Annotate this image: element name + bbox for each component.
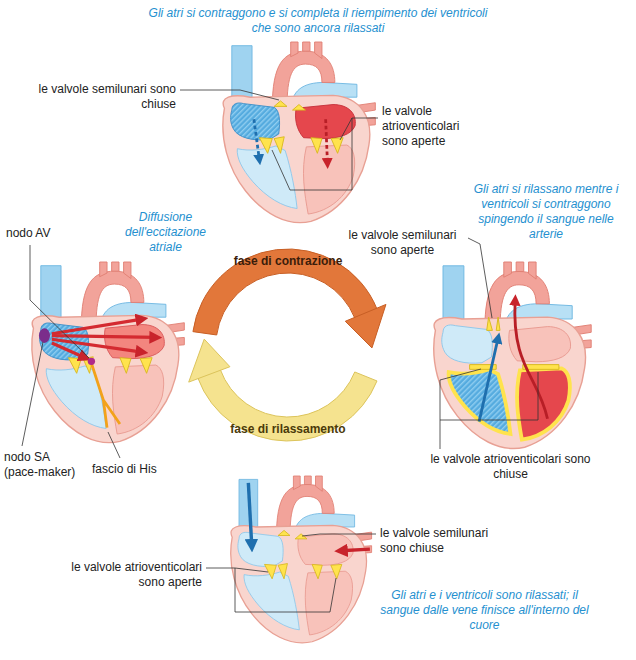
valve-label: le valvole atrioventicolari sono chiuse (428, 452, 593, 482)
valve-label: le valvole semilunari sono chiuse (36, 82, 176, 112)
heart-diastole (231, 476, 372, 643)
phase-arrowhead (345, 304, 386, 347)
stage-caption: Gli atri si contraggono e si completa il… (148, 6, 488, 36)
phase-arrowhead (189, 339, 230, 382)
valve-label: le valvole atrioventicolari sono aperte (382, 104, 482, 149)
part-label: nodo AV (6, 226, 50, 241)
heart-ventricular-systole (434, 262, 591, 449)
phase-arrow: fase di contrazione (178, 235, 398, 360)
phase-arrow: fase di rilassamento (178, 330, 398, 455)
part-label: nodo SA (pace-maker) (4, 450, 80, 480)
valve-label: le valvole semilunari sono aperte (340, 228, 465, 258)
phase-band (178, 330, 398, 455)
stage-caption: Gli atri e i ventricoli sono rilassati; … (372, 588, 597, 633)
stage-caption: Diffusione dell'eccitazione atriale (118, 210, 213, 255)
phase-label: fase di contrazione (234, 254, 343, 269)
heart-atrial-systole (223, 42, 375, 223)
valve-label: le valvole atrioventicolari sono aperte (42, 560, 202, 590)
stage-caption: Gli atri si rilassano mentre i ventricol… (462, 182, 630, 242)
heart-excitation (32, 262, 184, 443)
leader-lines (22, 90, 538, 612)
part-label: fascio di His (92, 462, 157, 477)
phase-label: fase di rilassamento (230, 422, 345, 437)
phase-band-body (198, 370, 377, 441)
valve-label: le valvole semilunari sono chiuse (380, 526, 510, 556)
